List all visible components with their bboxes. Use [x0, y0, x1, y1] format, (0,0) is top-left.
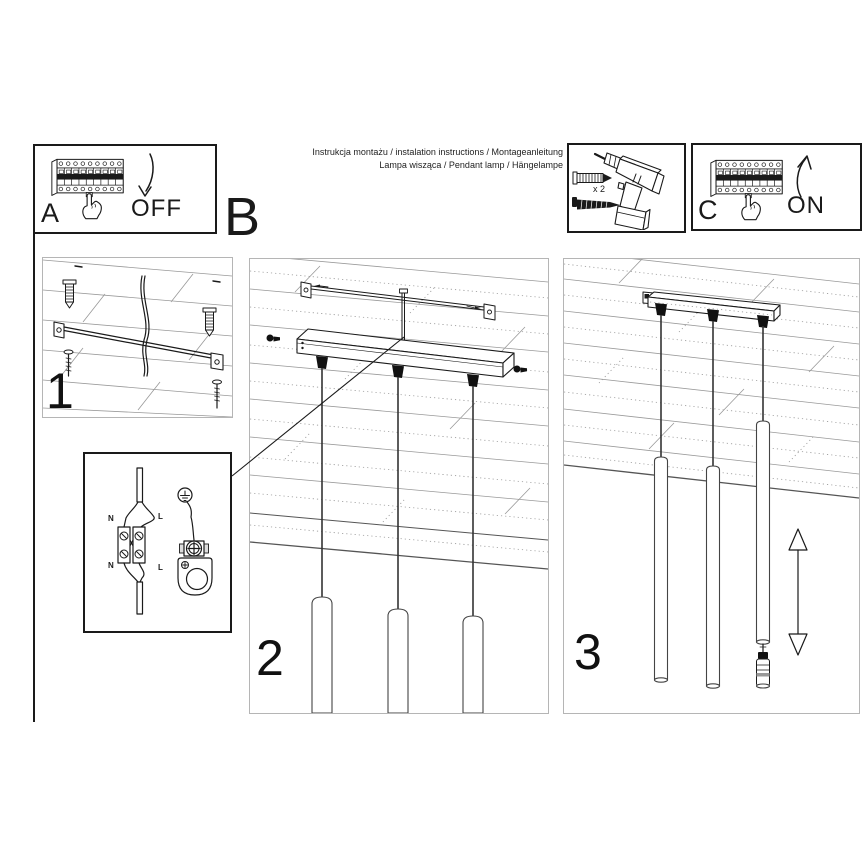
curved-arrow-down-icon — [138, 153, 154, 197]
wire-label-n: N — [108, 514, 114, 523]
wall-plug-anchor-icon — [572, 171, 612, 185]
pendant-tube — [653, 456, 669, 683]
step-c-box: C ON — [691, 143, 862, 231]
pendant-tube — [755, 420, 771, 645]
wire-label-l: L — [158, 512, 163, 521]
tools-illustration — [572, 152, 665, 230]
ceiling-planks — [250, 259, 548, 570]
title-line-1: Instrukcja montażu / instalation instruc… — [312, 147, 563, 157]
power-off-label: OFF — [131, 195, 182, 222]
earth-ground-icon — [177, 487, 193, 503]
mains-cable — [136, 467, 144, 503]
ceiling-planks — [564, 259, 859, 499]
suspension-rod — [399, 288, 408, 342]
mounting-screw-icon — [572, 197, 620, 210]
screw-icon — [513, 365, 527, 373]
anchor-quantity-label: x 2 — [593, 184, 606, 194]
screw-icon — [212, 379, 222, 409]
step1-panel: 1 — [42, 257, 233, 418]
ground-clamp — [179, 540, 209, 557]
wiring-detail-box: N L N L — [83, 452, 232, 633]
canopy — [296, 328, 515, 378]
mounting-bracket-icon — [300, 281, 496, 321]
screw-icon — [266, 334, 280, 342]
pendant-tube — [462, 615, 484, 713]
terminal-block — [117, 526, 146, 564]
breaker-off-illustration — [51, 158, 124, 220]
wiring-diagram — [117, 467, 213, 615]
canopy — [642, 291, 781, 322]
pendant-tube — [311, 596, 333, 713]
bulb-socket-detail — [755, 643, 771, 689]
cord-grip — [467, 374, 479, 387]
cord-grip — [316, 356, 328, 369]
step3-panel: 3 — [563, 258, 860, 714]
canopy-bracket-end — [177, 557, 213, 596]
curved-arrow-up-icon — [796, 155, 812, 198]
wire-label-n: N — [108, 561, 114, 570]
step-c-letter: C — [698, 195, 718, 225]
wire-label-l: L — [158, 563, 163, 572]
step3-number: 3 — [574, 624, 602, 680]
step3-illustration — [564, 259, 859, 689]
wall-plug-anchor-icon — [202, 307, 217, 337]
step1-illustration — [43, 259, 232, 417]
ceiling-planks — [43, 259, 232, 417]
power-drill-icon — [593, 152, 665, 230]
title-line-2: Lampa wisząca / Pendant lamp / Hängelamp… — [379, 160, 563, 170]
up-down-arrow-icon — [788, 528, 808, 656]
cord-grip — [707, 309, 719, 322]
step-a-letter: A — [41, 198, 60, 228]
mounting-bracket-icon — [53, 321, 224, 371]
step2-illustration — [250, 259, 548, 713]
breaker-on-illustration — [710, 159, 783, 221]
margin-rule — [33, 144, 35, 722]
step-b-letter: B — [224, 187, 261, 247]
wall-plug-anchor-icon — [62, 279, 77, 309]
cord-grip — [655, 303, 667, 316]
pendant-tube — [387, 608, 409, 713]
power-on-label: ON — [787, 192, 825, 219]
step1-number: 1 — [46, 363, 74, 419]
tools-box: x 2 — [567, 143, 686, 233]
mains-cable — [140, 275, 150, 377]
screw-icon — [63, 349, 74, 377]
step2-panel: 2 — [249, 258, 549, 714]
step-a-box: A OFF — [33, 144, 217, 234]
cord-grip — [757, 315, 769, 328]
step2-number: 2 — [256, 630, 284, 686]
pendant-tube — [705, 465, 721, 689]
sheet-title: Instrukcja montażu / instalation instruc… — [312, 146, 563, 172]
